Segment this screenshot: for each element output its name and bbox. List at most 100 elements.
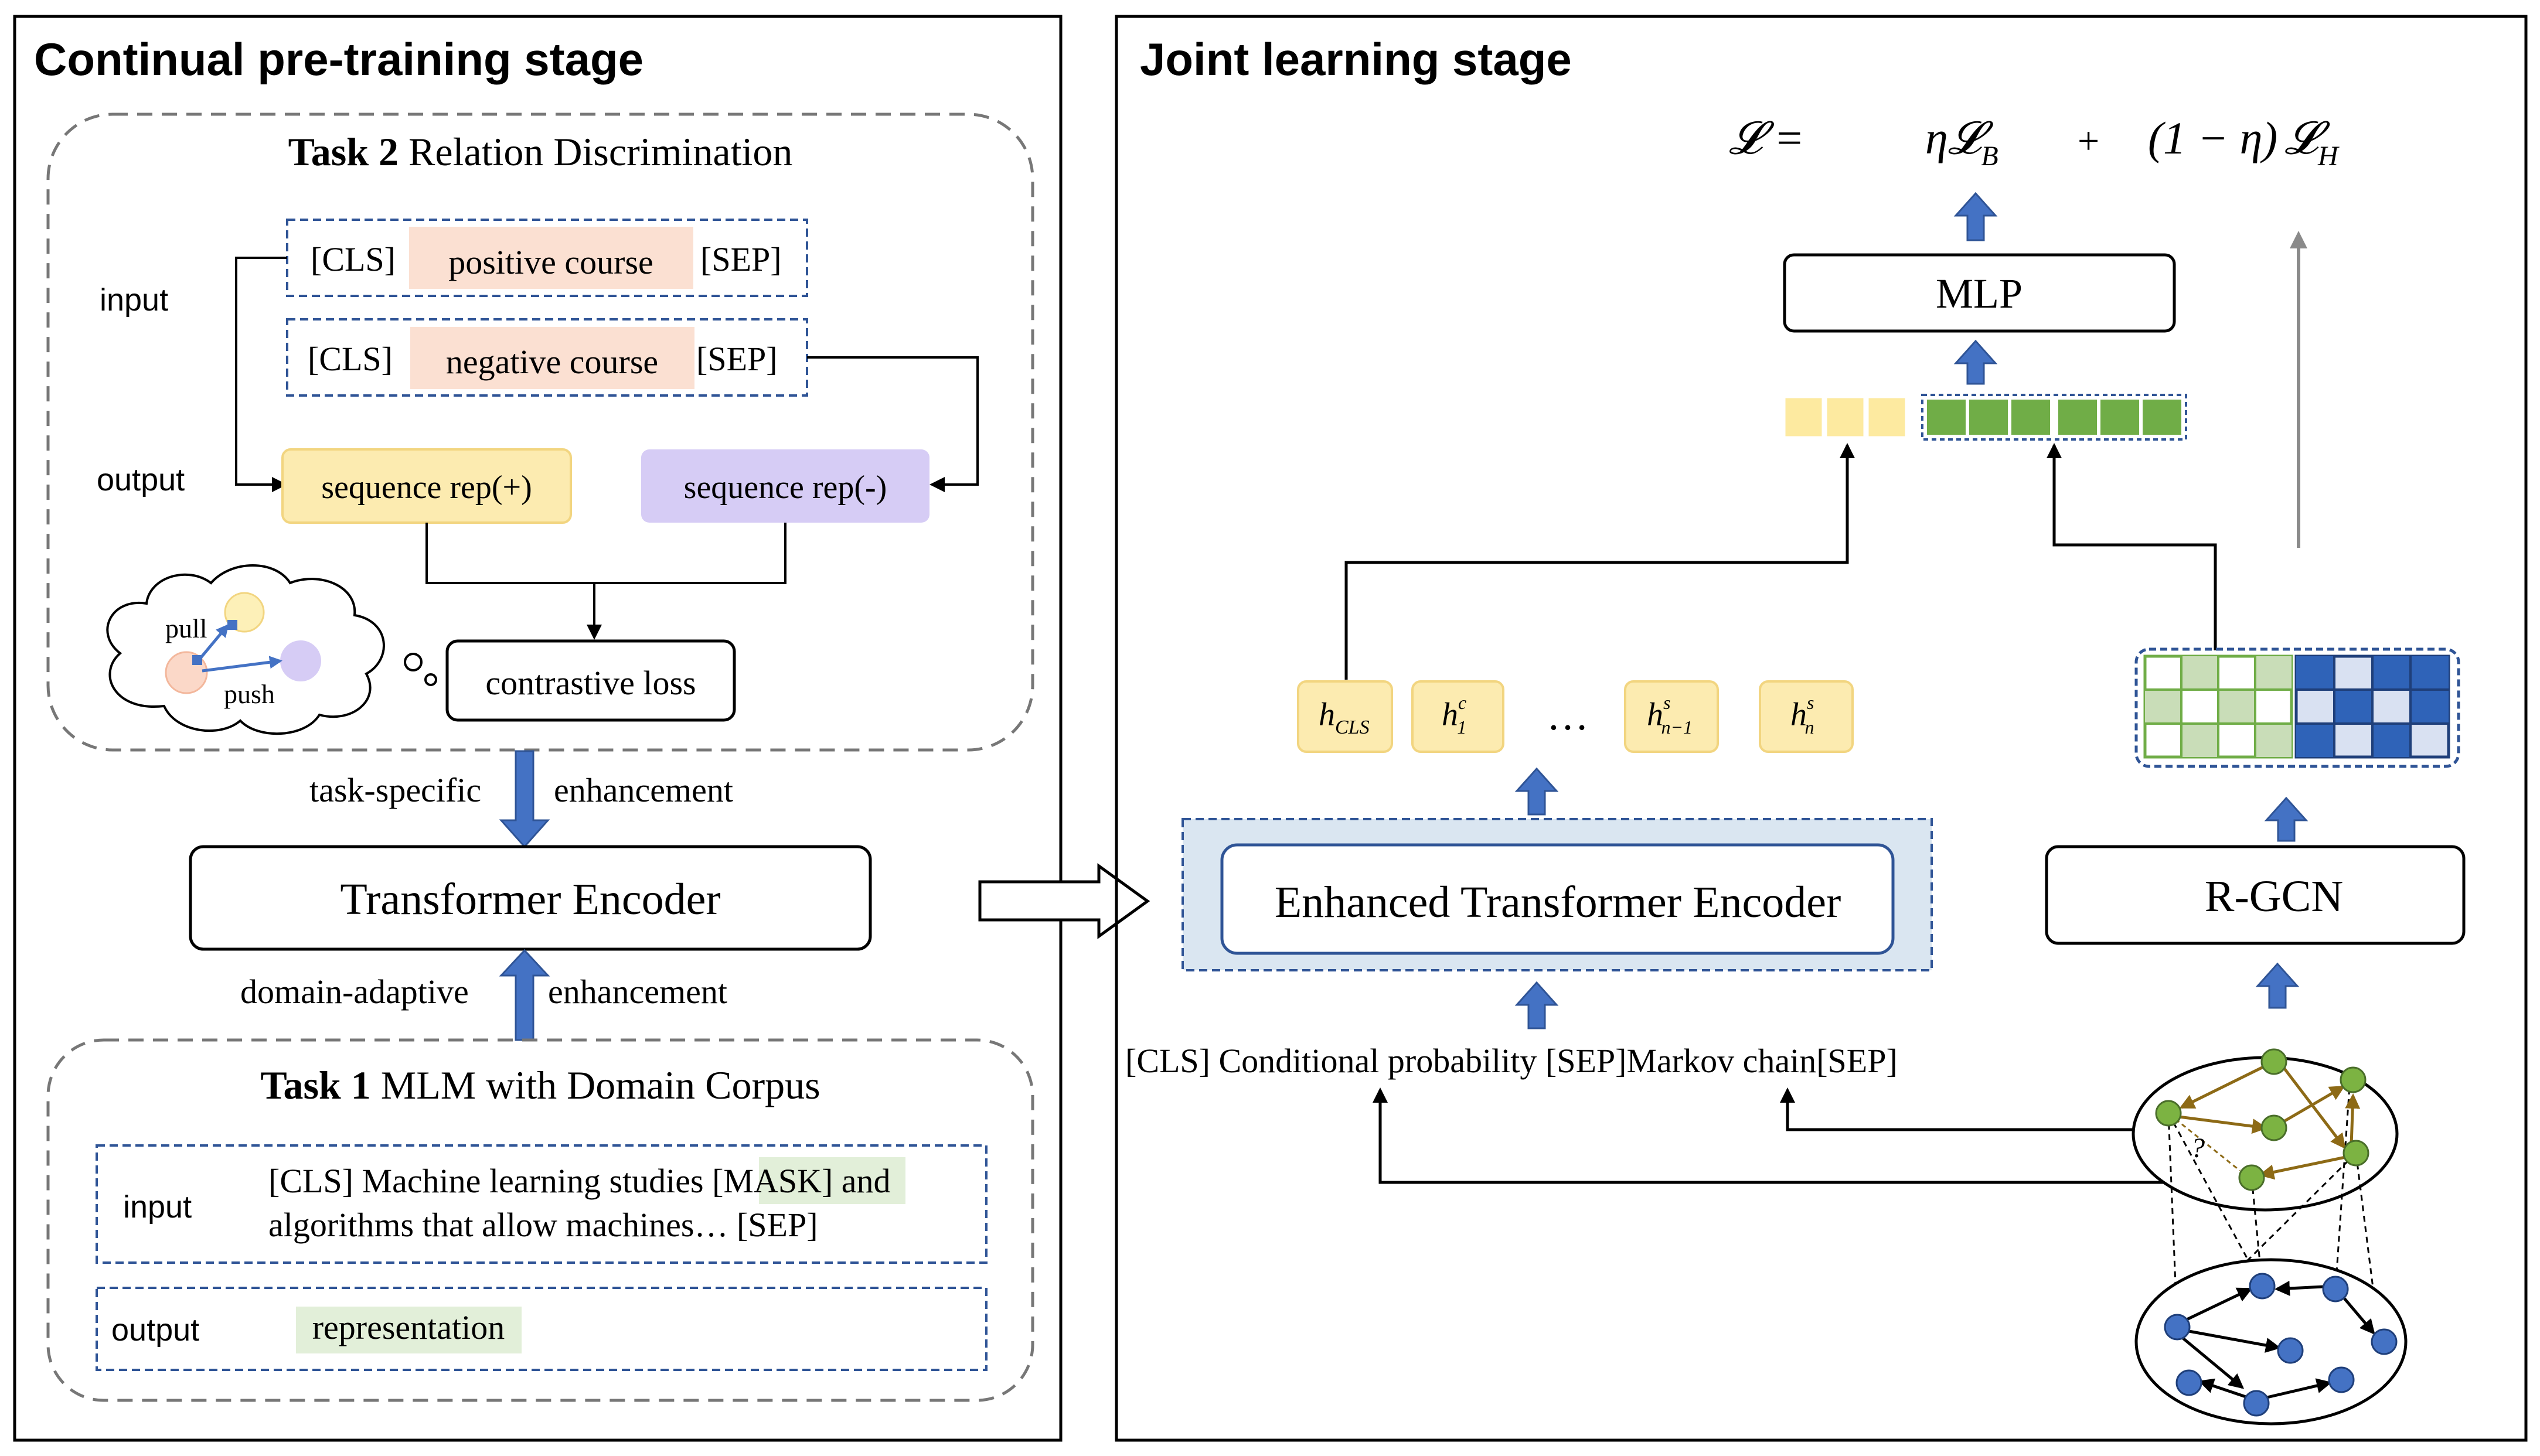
loss-term-b: η𝓛B xyxy=(1925,112,1998,172)
graph-embedding-matrix xyxy=(2134,647,2460,768)
token-hn-1s xyxy=(1624,680,1719,753)
positive-to-rep-arrow xyxy=(235,257,287,492)
green-matrix-cell xyxy=(2181,656,2218,690)
green-matrix-cell xyxy=(2218,690,2255,724)
vector-yellow-cell xyxy=(1783,396,1824,438)
transformer-encoder-label: Transformer Encoder xyxy=(340,875,720,924)
alignment-dashed-link xyxy=(2250,1177,2263,1287)
concept-node xyxy=(2342,1140,2369,1167)
word-node xyxy=(2175,1369,2202,1396)
word-edge xyxy=(2275,1280,2324,1296)
representation-label: representation xyxy=(312,1308,505,1346)
domain-adaptive-label: domain-adaptive xyxy=(240,973,469,1011)
negative-sequence-rep xyxy=(641,449,929,523)
negative-course-highlight xyxy=(410,327,694,389)
negative-cls-token: [CLS] xyxy=(308,340,393,378)
positive-course-highlight xyxy=(409,227,693,289)
positive-course-text: positive course xyxy=(448,243,653,281)
transformer-encoder-box xyxy=(189,845,872,951)
task2-output-label: output xyxy=(97,462,185,497)
negative-sequence-rep-label: sequence rep(-) xyxy=(684,469,887,506)
word-node xyxy=(2249,1273,2276,1300)
token-h1c xyxy=(1411,680,1504,753)
task1-container xyxy=(46,1038,1034,1402)
vector-green-cell xyxy=(2009,397,2052,437)
concept-node xyxy=(2155,1100,2182,1127)
cloud-bubble-small xyxy=(424,673,437,686)
cloud-bubble-large xyxy=(404,653,423,671)
task2-input-label: input xyxy=(100,282,168,318)
concept-node xyxy=(2260,1114,2287,1141)
mlp-box xyxy=(1783,253,2176,333)
hcls-to-vector-arrow xyxy=(1344,443,1855,680)
concept-edge xyxy=(2282,1065,2346,1150)
word-node xyxy=(2277,1337,2304,1364)
contrastive-loss-box xyxy=(445,639,736,722)
green-matrix-cell xyxy=(2145,690,2181,724)
blue-matrix-cell xyxy=(2296,656,2334,690)
task1-output-box xyxy=(96,1287,988,1371)
mask-highlight xyxy=(759,1157,905,1204)
rgcn-label: R-GCN xyxy=(2205,872,2343,921)
blue-matrix-cell xyxy=(2372,656,2410,690)
word-node xyxy=(2243,1390,2270,1417)
concatenated-vector xyxy=(1783,394,2187,441)
vector-yellow-cell xyxy=(1825,396,1865,438)
concept-node xyxy=(2340,1066,2367,1093)
right-panel: Joint learning stage 𝓛 = η𝓛B + (1 − η)𝓛H… xyxy=(1115,15,2528,1442)
word-edge xyxy=(2179,1335,2245,1389)
input-sentence: [CLS] Conditional probability [SEP]Marko… xyxy=(1125,1042,1898,1080)
right-panel-title: Joint learning stage xyxy=(1140,33,1572,85)
vector-green-cell xyxy=(2056,397,2099,437)
loss-plus: + xyxy=(2078,120,2099,162)
rgcn-box xyxy=(2045,845,2466,945)
vector-green-group xyxy=(1921,394,2187,441)
negative-to-rep-arrow xyxy=(807,356,979,492)
concept-edge xyxy=(2259,1155,2346,1180)
positive-cls-token: [CLS] xyxy=(311,240,396,278)
vector-green-cell xyxy=(2098,397,2141,437)
token-h-cls-label: hCLS xyxy=(1319,697,1370,738)
push-arrow xyxy=(202,656,282,673)
task-specific-down-arrow xyxy=(499,750,550,848)
cloud-negative-node xyxy=(280,640,321,681)
vector-yellow-cell xyxy=(1867,396,1907,438)
task2-title: Task 2 Relation Discrimination xyxy=(288,129,793,174)
vector-green-cell xyxy=(1925,397,1968,437)
graph-to-conditional-arrow xyxy=(1373,1087,2248,1184)
word-edge xyxy=(2182,1287,2253,1323)
green-matrix-cell xyxy=(2255,656,2292,690)
encoder-to-tokens-arrow xyxy=(1514,767,1559,816)
loss-formula: 𝓛 = η𝓛B + (1 − η)𝓛H xyxy=(1729,112,2340,172)
blue-matrix-cell xyxy=(2296,724,2334,757)
alignment-dashed-link xyxy=(2167,1113,2178,1328)
representation-highlight xyxy=(296,1307,522,1353)
graph-to-vector-arrow xyxy=(2047,443,2217,650)
predicted-relation-question: ? xyxy=(2191,1133,2205,1164)
negative-course-text: negative course xyxy=(446,343,658,381)
right-panel-border xyxy=(1115,15,2528,1442)
rep-join-line xyxy=(425,523,786,584)
word-node xyxy=(2371,1328,2398,1355)
pull-arrow xyxy=(197,623,229,662)
task1-input-line2: algorithms that allow machines… [SEP] xyxy=(268,1206,818,1244)
task1-input-label: input xyxy=(123,1189,192,1225)
graph-to-rgcn-arrow xyxy=(2255,962,2300,1009)
word-edge xyxy=(2340,1294,2375,1335)
concept-node xyxy=(2238,1164,2265,1191)
pull-target-square xyxy=(227,620,237,630)
alignment-dashed-link xyxy=(2334,1077,2351,1290)
pull-label: pull xyxy=(165,613,207,643)
blue-matrix-cell xyxy=(2410,690,2449,724)
vector-green-cell xyxy=(2140,397,2184,437)
mlp-to-loss-arrow xyxy=(1953,192,1998,241)
concept-edge xyxy=(2345,1093,2361,1146)
word-node xyxy=(2328,1366,2355,1393)
task2-container xyxy=(46,112,1034,752)
concept-edge xyxy=(2174,1114,2267,1134)
rgcn-to-matrix-arrow xyxy=(2264,796,2309,842)
